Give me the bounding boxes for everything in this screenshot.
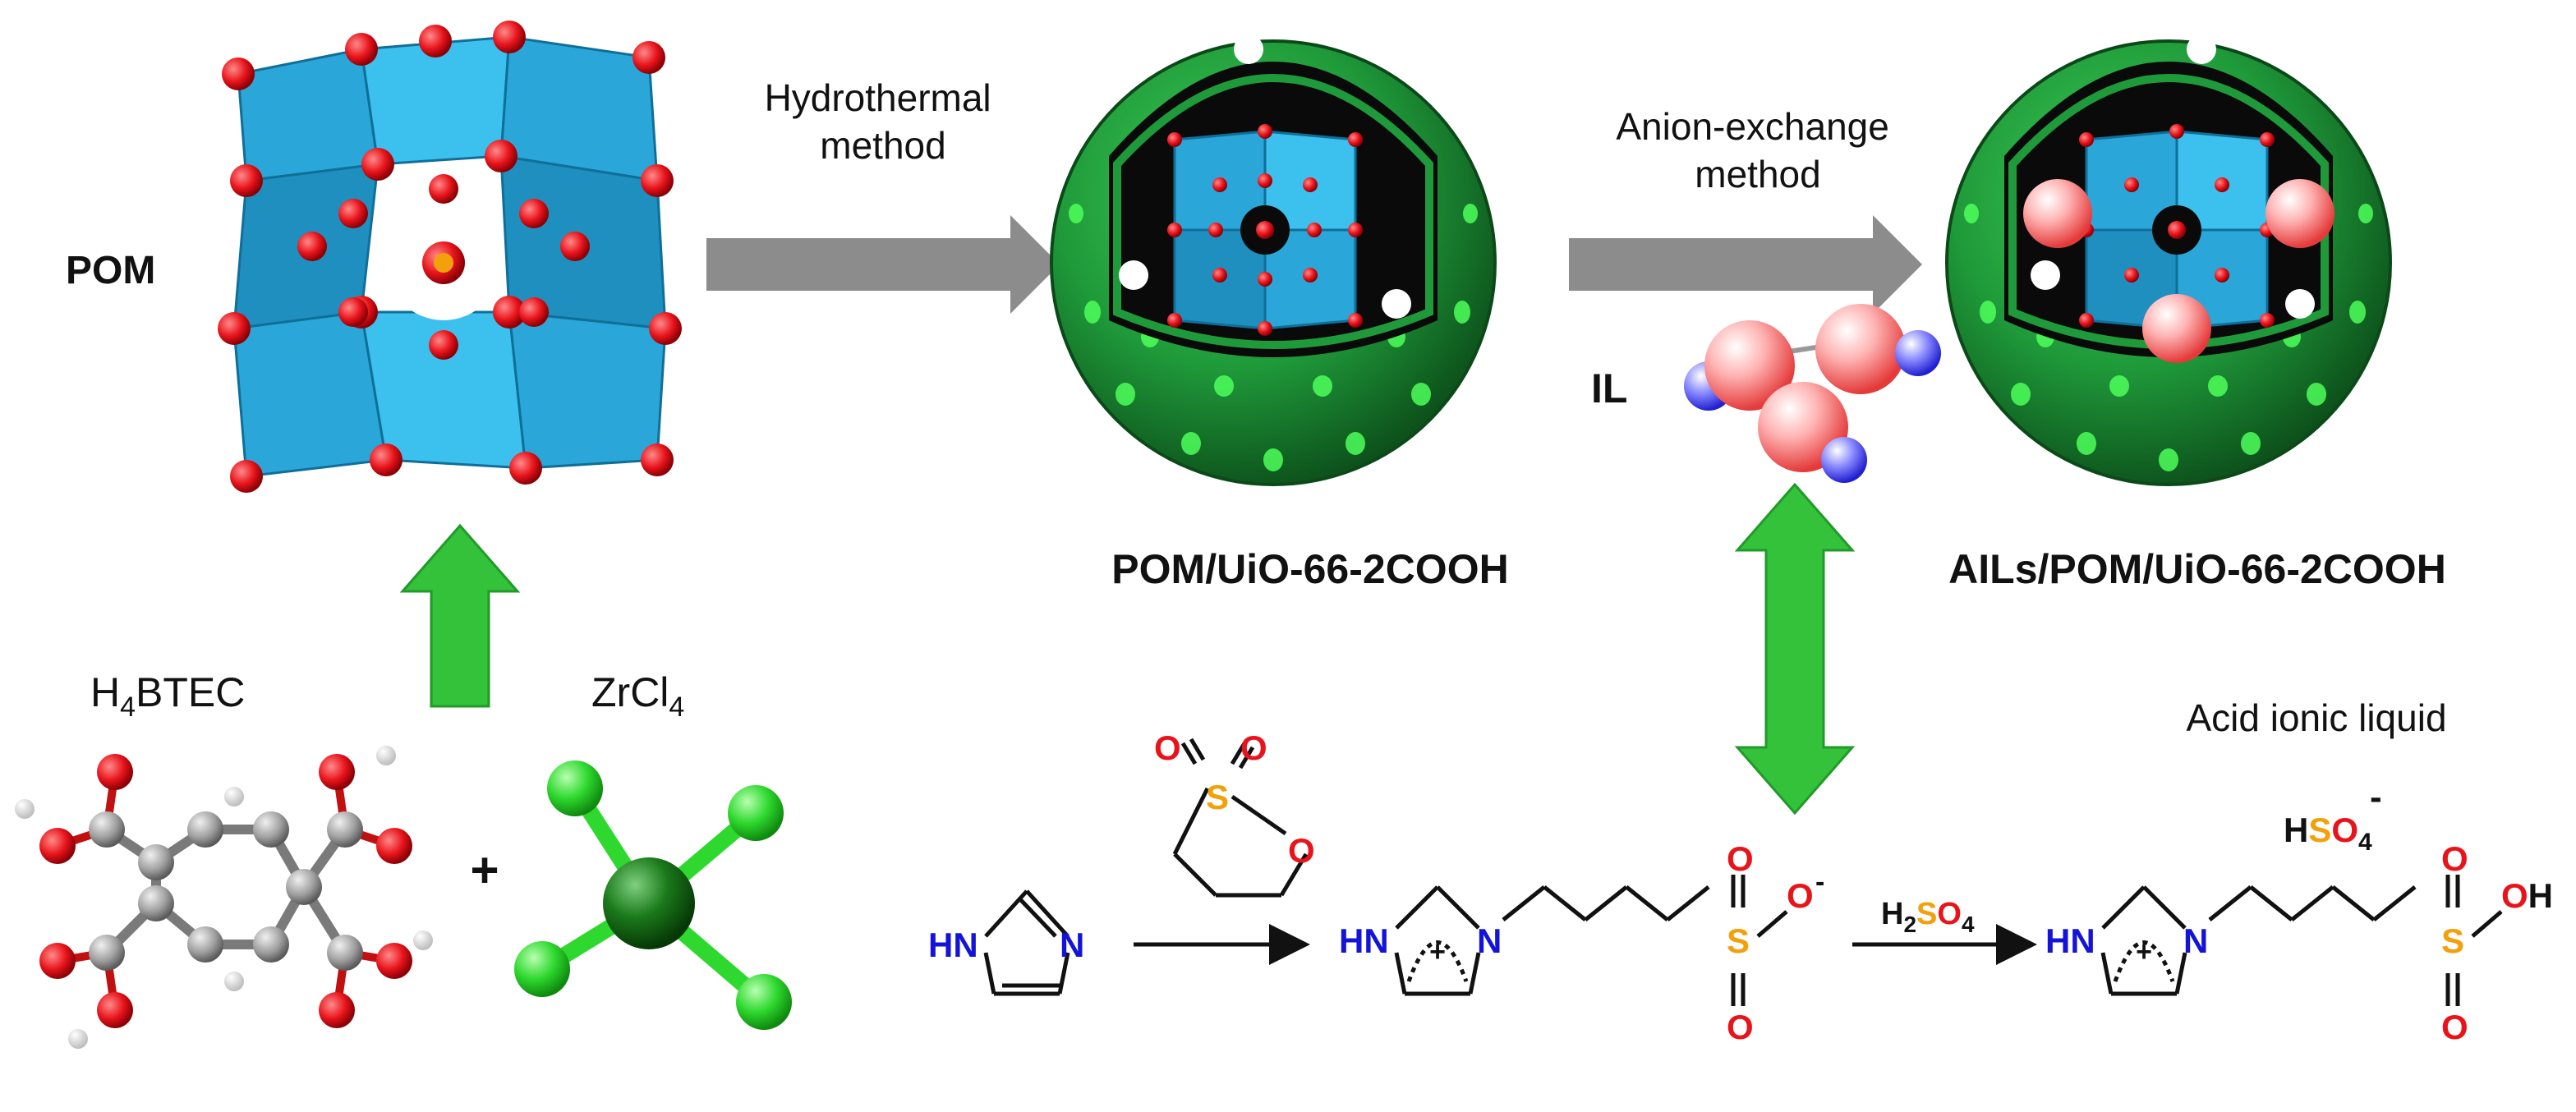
sultone-o-ring: O [1288, 831, 1315, 870]
il-molecules [1684, 304, 1941, 483]
anion-exchange-arrow [1569, 215, 1922, 314]
hydrothermal-arrow [706, 215, 1060, 314]
zwitterion-o-bottom: O [1727, 1008, 1754, 1046]
mof-sphere-ails [1945, 34, 2392, 486]
pom-label: POM [66, 249, 155, 292]
acid-il-n: N [2183, 921, 2208, 960]
sultone-o-left: O [1154, 728, 1181, 767]
sultone-o-right: O [1240, 728, 1267, 767]
il-label: IL [1591, 365, 1627, 411]
zwitterion-hn: HN [1339, 921, 1389, 960]
hydrothermal-label: Hydrothermal method [765, 76, 1002, 167]
ails-label: AILs/POM/UiO-66-2COOH [1948, 546, 2446, 592]
acid-il-o-bottom: O [2441, 1008, 2468, 1046]
acid-ionic-liquid-label: Acid ionic liquid [2186, 696, 2446, 739]
sultone-structure [1172, 738, 1309, 898]
acid-il-structure [2100, 875, 2503, 1006]
zwitterion-charge: + [1429, 936, 1446, 967]
plus-sign: + [470, 843, 499, 898]
hso4-minus: - [2370, 777, 2382, 817]
acid-il-oh: OH [2501, 876, 2553, 915]
imidazole-structure [983, 889, 1070, 996]
zwitterion-s: S [1727, 921, 1750, 960]
sultone-s: S [1206, 778, 1229, 816]
green-arrow-up [399, 523, 521, 708]
zrcl4-label: ZrCl4 [591, 669, 684, 723]
h2so4-label: H2SO4 [1881, 897, 1975, 937]
mof-sphere-pom [1050, 34, 1497, 486]
acid-il-charge: + [2136, 936, 2152, 967]
h4btec-label: H4BTEC [90, 669, 245, 723]
zwitterion-n: N [1477, 921, 1502, 960]
pom-uio-label: POM/UiO-66-2COOH [1111, 546, 1508, 592]
zwitterion-o-side: O [1787, 876, 1814, 915]
acid-il-hn: HN [2045, 921, 2095, 960]
hso4-label: HSO4 [2284, 811, 2372, 856]
pom-cluster [218, 21, 682, 493]
green-double-arrow [1734, 482, 1856, 816]
imidazole-hn: HN [928, 926, 978, 964]
anion-exchange-label: Anion-exchange method [1616, 105, 1899, 195]
zwitterion-minus: - [1815, 866, 1824, 898]
zwitterion-structure [1394, 875, 1788, 1006]
acid-il-o-top: O [2441, 839, 2468, 878]
imidazole-n: N [1060, 926, 1084, 964]
acid-il-s: S [2441, 921, 2464, 960]
zrcl4-molecule [514, 760, 792, 1030]
zwitterion-o-top: O [1727, 839, 1754, 878]
h4btec-molecule [15, 746, 433, 1049]
